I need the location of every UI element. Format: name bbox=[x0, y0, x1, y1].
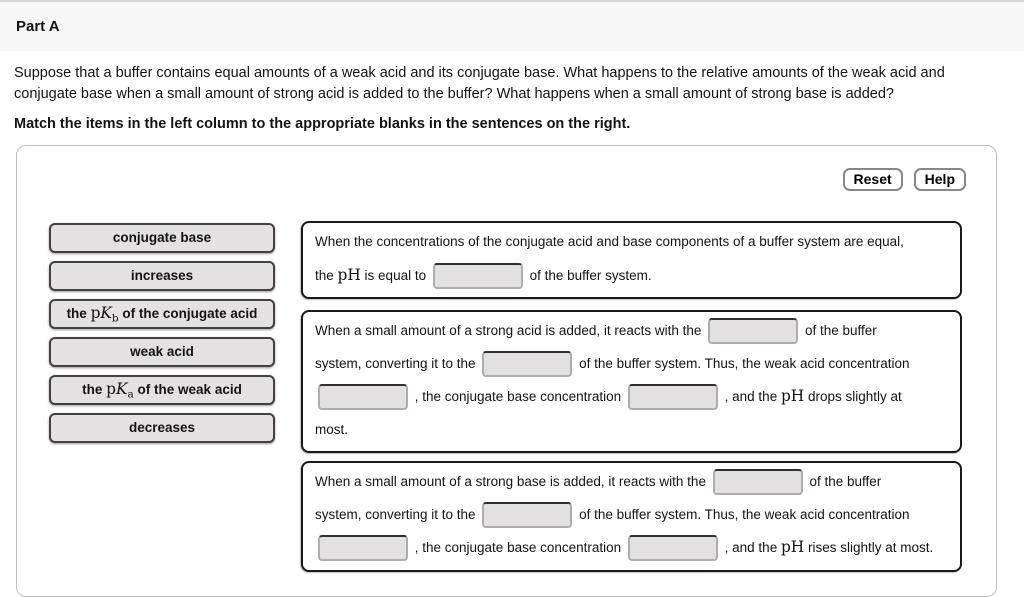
text-segment: of the buffer bbox=[805, 474, 882, 489]
text-segment: of the buffer bbox=[801, 323, 877, 338]
match-tile[interactable]: the pKa of the weak acid bbox=[49, 375, 275, 405]
match-tile[interactable]: increases bbox=[49, 261, 275, 291]
text-segment: pH bbox=[337, 265, 361, 284]
match-tile[interactable]: weak acid bbox=[49, 337, 275, 367]
text-segment: When the concentrations of the conjugate… bbox=[315, 234, 904, 249]
match-tile[interactable]: decreases bbox=[49, 413, 275, 443]
sentence-column: When the concentrations of the conjugate… bbox=[301, 221, 962, 572]
answer-blank[interactable] bbox=[432, 262, 523, 289]
answer-blank[interactable] bbox=[712, 469, 803, 496]
text-segment: , and the bbox=[720, 389, 781, 404]
answer-blank[interactable] bbox=[627, 535, 718, 562]
text-segment: is equal to bbox=[360, 267, 430, 283]
text-segment: the bbox=[66, 306, 91, 321]
text-segment: of the buffer system. Thus, the weak aci… bbox=[575, 506, 910, 522]
text-segment: K bbox=[100, 304, 112, 322]
text-segment: p bbox=[90, 304, 101, 322]
text-segment: When a small amount of a strong acid is … bbox=[315, 323, 706, 338]
text-segment: p bbox=[106, 380, 117, 398]
text-segment: most. bbox=[315, 421, 349, 437]
text-segment: pH bbox=[780, 538, 805, 556]
text-segment: decreases bbox=[128, 420, 196, 435]
text-segment: weak acid bbox=[130, 344, 194, 359]
answer-blank[interactable] bbox=[482, 501, 573, 528]
text-segment: system, converting it to the bbox=[315, 506, 480, 522]
text-segment: the bbox=[82, 382, 107, 397]
answer-blank[interactable] bbox=[482, 350, 573, 377]
text-segment: the bbox=[315, 267, 338, 283]
match-tile[interactable]: the pKb of the conjugate acid bbox=[49, 299, 275, 329]
text-segment: a bbox=[127, 388, 134, 401]
help-button[interactable]: Help bbox=[913, 168, 966, 191]
text-segment: , and the bbox=[720, 540, 781, 555]
instruction-text: Match the items in the left column to th… bbox=[14, 116, 631, 132]
text-segment: of the buffer system. bbox=[525, 267, 652, 283]
text-segment: pH bbox=[780, 387, 805, 405]
answer-blank[interactable] bbox=[708, 318, 799, 345]
part-header: Part A bbox=[0, 0, 1024, 51]
answer-blank[interactable] bbox=[318, 535, 408, 562]
panel-toolbar: Reset Help bbox=[842, 168, 966, 191]
text-segment: system, converting it to the bbox=[315, 355, 480, 371]
text-segment: of the conjugate acid bbox=[118, 306, 258, 321]
text-segment: rises slightly at most. bbox=[804, 540, 934, 555]
part-title: Part A bbox=[16, 18, 60, 35]
text-segment: increases bbox=[130, 268, 194, 283]
sentence-box: When the concentrations of the conjugate… bbox=[301, 221, 962, 299]
text-segment: , the conjugate base concentration bbox=[411, 540, 625, 555]
text-segment: b bbox=[111, 312, 119, 325]
text-segment: of the weak acid bbox=[133, 382, 242, 397]
sentence-box: When a small amount of a strong acid is … bbox=[301, 310, 962, 453]
question-text: Suppose that a buffer contains equal amo… bbox=[14, 65, 945, 102]
match-tile[interactable]: conjugate base bbox=[49, 223, 275, 253]
answer-blank[interactable] bbox=[318, 384, 408, 411]
reset-button[interactable]: Reset bbox=[842, 168, 903, 191]
text-segment: of the buffer system. Thus, the weak aci… bbox=[575, 355, 910, 371]
text-segment: , the conjugate base concentration bbox=[411, 389, 625, 404]
text-segment: drops slightly at bbox=[804, 389, 902, 404]
answer-blank[interactable] bbox=[627, 384, 718, 411]
sentence-box: When a small amount of a strong base is … bbox=[301, 461, 962, 572]
text-segment: conjugate base bbox=[112, 230, 212, 245]
text-segment: When a small amount of a strong base is … bbox=[315, 474, 710, 489]
text-segment: K bbox=[116, 380, 128, 398]
